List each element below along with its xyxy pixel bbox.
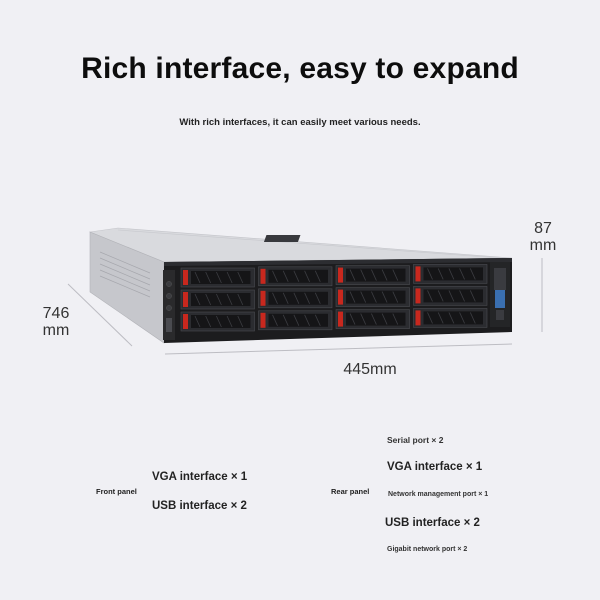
drive-bays bbox=[180, 264, 488, 332]
side-vents bbox=[99, 251, 151, 298]
rear-panel-label: Rear panel bbox=[331, 487, 370, 496]
depth-unit: mm bbox=[42, 322, 70, 339]
drive-bay bbox=[413, 308, 488, 328]
page-subtitle: With rich interfaces, it can easily meet… bbox=[179, 117, 421, 128]
drive-bay bbox=[258, 288, 333, 309]
right-rack-ear bbox=[490, 262, 510, 327]
drive-bay bbox=[180, 289, 255, 310]
drive-bay bbox=[180, 311, 255, 332]
drive-bay bbox=[258, 266, 333, 287]
drive-bay bbox=[335, 265, 410, 285]
drive-bay bbox=[335, 309, 410, 329]
depth-dimension: 746 mm bbox=[34, 305, 78, 339]
height-unit: mm bbox=[529, 237, 557, 254]
rear-gigabit-network-port: Gigabit network port × 2 bbox=[387, 546, 468, 553]
server-top-lid bbox=[88, 227, 513, 263]
drive-bay bbox=[413, 264, 488, 284]
rear-vga-interface: VGA interface × 1 bbox=[387, 461, 483, 473]
front-usb-interface: USB interface × 2 bbox=[152, 500, 247, 512]
depth-value: 746 bbox=[42, 305, 70, 322]
drive-bay bbox=[180, 267, 255, 288]
depth-dimension-line bbox=[67, 283, 133, 347]
drive-bay bbox=[258, 310, 333, 331]
rear-usb-interface: USB interface × 2 bbox=[385, 517, 480, 529]
page-title: Rich interface, easy to expand bbox=[81, 52, 519, 85]
rear-network-management-port: Network management port × 1 bbox=[388, 491, 489, 498]
drive-bay bbox=[335, 287, 410, 307]
rear-serial-port: Serial port × 2 bbox=[387, 435, 444, 445]
left-rack-ear bbox=[163, 270, 175, 340]
server-lid-label bbox=[263, 235, 301, 242]
front-panel-label: Front panel bbox=[96, 487, 137, 496]
height-value: 87 bbox=[534, 220, 552, 237]
width-dimension-line bbox=[164, 343, 513, 355]
drive-bay bbox=[413, 286, 488, 306]
front-vga-interface: VGA interface × 1 bbox=[152, 471, 248, 483]
height-dimension: 87 mm bbox=[521, 220, 565, 254]
width-dimension: 445mm bbox=[343, 361, 397, 378]
